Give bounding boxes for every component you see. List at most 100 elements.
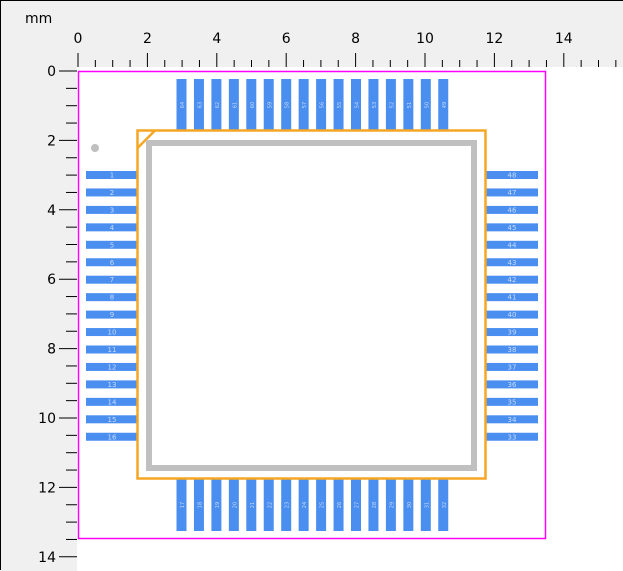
pad-rect	[281, 479, 292, 531]
pad-label: 22	[267, 502, 273, 508]
ruler-x-label: 12	[485, 31, 503, 47]
pad: 57	[298, 79, 309, 131]
drawing-area	[77, 67, 623, 571]
pad-rect	[316, 79, 327, 131]
pad-rect	[351, 479, 361, 531]
pad: 3	[86, 205, 138, 214]
pad-label: 54	[355, 102, 361, 108]
pad-label: 3	[110, 206, 114, 214]
pad-label: 25	[320, 502, 326, 508]
pad-rect	[486, 380, 538, 389]
ruler-x-label: 8	[351, 31, 360, 47]
pad-rect	[86, 380, 138, 389]
pad-rect	[486, 328, 538, 337]
pad-rect	[263, 79, 274, 131]
pad: 29	[385, 479, 396, 531]
pad-rect	[86, 240, 138, 249]
pad-rect	[193, 479, 204, 531]
pad-rect	[86, 362, 138, 371]
pad-label: 52	[389, 102, 395, 108]
pad: 60	[246, 79, 257, 131]
ruler-y-label: 6	[47, 272, 56, 288]
pad-rect	[486, 432, 538, 441]
pad-rect	[385, 79, 396, 131]
pad-label: 21	[250, 502, 256, 508]
pad: 13	[86, 380, 138, 389]
pad: 51	[403, 79, 414, 131]
courtyard-outline	[77, 70, 547, 540]
pad-label: 57	[302, 102, 308, 108]
pad-label: 64	[180, 102, 186, 108]
pad-rect	[368, 479, 379, 531]
ruler-x-label: 6	[282, 31, 291, 47]
pad-rect	[86, 310, 138, 319]
ruler-y-label: 10	[38, 411, 56, 427]
pin1-chamfer	[136, 129, 156, 149]
pad-rect	[86, 328, 138, 337]
pin1-marker-dot	[91, 144, 99, 152]
pad-label: 47	[508, 189, 517, 197]
pad: 9	[86, 310, 138, 319]
pad-rect	[486, 240, 538, 249]
pad: 62	[211, 79, 222, 131]
pad: 4	[86, 223, 138, 232]
pad-label: 28	[372, 502, 378, 508]
pad-label: 27	[355, 502, 361, 508]
pad-label: 62	[215, 102, 221, 108]
pad-label: 7	[110, 276, 114, 284]
pad-rect	[193, 79, 204, 131]
pad-rect	[486, 293, 538, 302]
pad-label: 39	[508, 329, 517, 337]
pad-rect	[486, 223, 538, 232]
pad-rect	[486, 188, 538, 197]
pad-rect	[486, 362, 538, 371]
pad-rect	[420, 479, 431, 531]
pad-rect	[176, 79, 187, 131]
pad-rect	[298, 479, 309, 531]
pad-label: 33	[508, 433, 517, 441]
pad: 33	[486, 432, 538, 441]
pad: 42	[486, 275, 538, 284]
pad-label: 2	[110, 189, 114, 197]
pad-label: 31	[424, 502, 430, 508]
pad: 43	[486, 258, 538, 267]
pad: 16	[86, 432, 138, 441]
ruler-x-label: 4	[212, 31, 221, 47]
pad: 34	[486, 415, 538, 424]
pad: 25	[316, 479, 327, 531]
pad-label: 61	[232, 102, 238, 108]
pad-rect	[86, 415, 138, 424]
pad-rect	[486, 275, 538, 284]
pad: 19	[211, 479, 222, 531]
pad-rect	[176, 479, 187, 531]
pad: 64	[176, 79, 187, 131]
pad-label: 13	[108, 381, 117, 389]
pad-rect	[86, 345, 138, 354]
pad-rect	[86, 432, 138, 441]
pad-rect	[211, 79, 222, 131]
pad: 54	[351, 79, 361, 131]
pad-rect	[368, 79, 379, 131]
pad-label: 10	[108, 329, 117, 337]
pad-rect	[316, 479, 327, 531]
pad-label: 42	[508, 276, 517, 284]
pad-rect	[403, 479, 414, 531]
pad-label: 12	[108, 363, 117, 371]
pad-rect	[246, 479, 257, 531]
pad: 7	[86, 275, 138, 284]
pad: 8	[86, 293, 138, 302]
pad: 17	[176, 479, 187, 531]
ruler-y-label: 2	[47, 133, 56, 149]
pad: 32	[438, 479, 449, 531]
pad: 22	[263, 479, 274, 531]
silkscreen-outline	[146, 140, 477, 471]
pad-rect	[486, 258, 538, 267]
pad-label: 60	[250, 102, 256, 108]
pad-label: 6	[110, 259, 115, 267]
pad-rect	[298, 79, 309, 131]
pad-rect	[438, 479, 449, 531]
pad-label: 53	[372, 102, 378, 108]
pad: 1	[86, 171, 138, 180]
